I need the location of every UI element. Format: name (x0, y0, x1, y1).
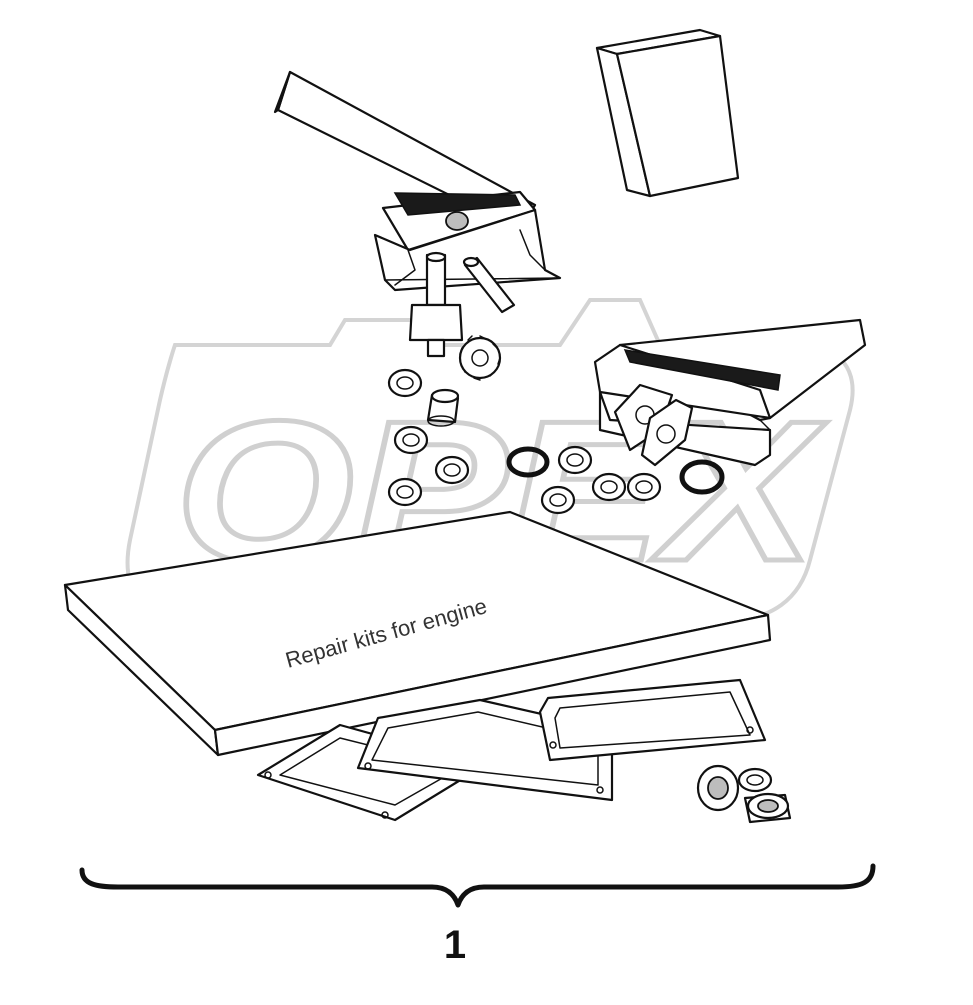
seal-rings (387, 368, 662, 515)
shaft-gear (408, 251, 464, 358)
cover-gaskets (256, 678, 767, 822)
open-box-upper (273, 70, 562, 292)
bushing (426, 388, 460, 427)
shaft-seals (696, 764, 792, 824)
o-rings (506, 446, 725, 495)
closed-box (595, 28, 740, 198)
small-gear (458, 335, 502, 381)
flange-gaskets (613, 383, 694, 467)
instruction-book: Repair kits for engine (63, 510, 772, 757)
callout-number: 1 (444, 923, 466, 967)
pin (462, 256, 516, 314)
bracket (79, 863, 876, 908)
